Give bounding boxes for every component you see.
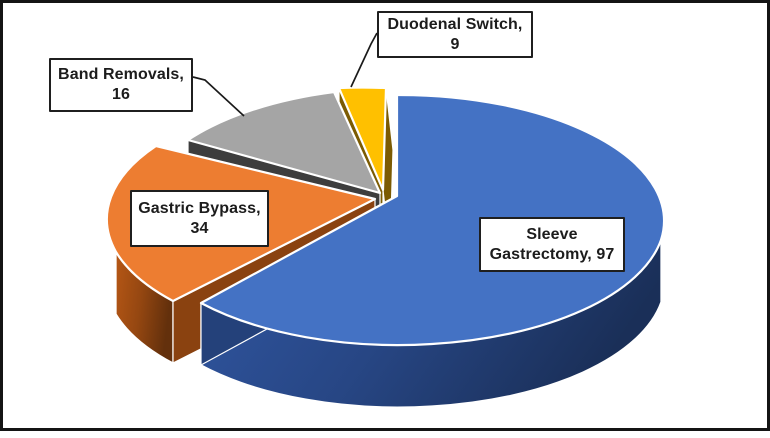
callout-label: Duodenal Switch, (387, 15, 523, 33)
callout-value: 9 (450, 35, 460, 53)
pie-slice-band-removals[interactable] (186, 90, 382, 195)
callout-label: Band Removals, (58, 66, 184, 83)
callout-value: 34 (190, 219, 209, 237)
pie-slice-duodenal-switch[interactable] (337, 86, 388, 192)
callout-value: 16 (112, 86, 130, 103)
pie-slice-sleeve-gastrectomy[interactable] (199, 93, 666, 347)
leader-line-duodenal-switch (350, 32, 378, 88)
callout-band-removals[interactable]: Band Removals, 16 (49, 58, 193, 112)
callout-value: Gastrectomy, 97 (489, 245, 615, 263)
callout-gastric-bypass[interactable]: Gastric Bypass, 34 (130, 190, 269, 247)
callout-sleeve-gastrectomy[interactable]: Sleeve Gastrectomy, 97 (479, 217, 625, 272)
callout-label: Sleeve (526, 225, 578, 243)
leader-line-band-removals (192, 76, 245, 117)
callout-duodenal-switch[interactable]: Duodenal Switch, 9 (377, 11, 533, 58)
callout-label: Gastric Bypass, (138, 199, 261, 217)
